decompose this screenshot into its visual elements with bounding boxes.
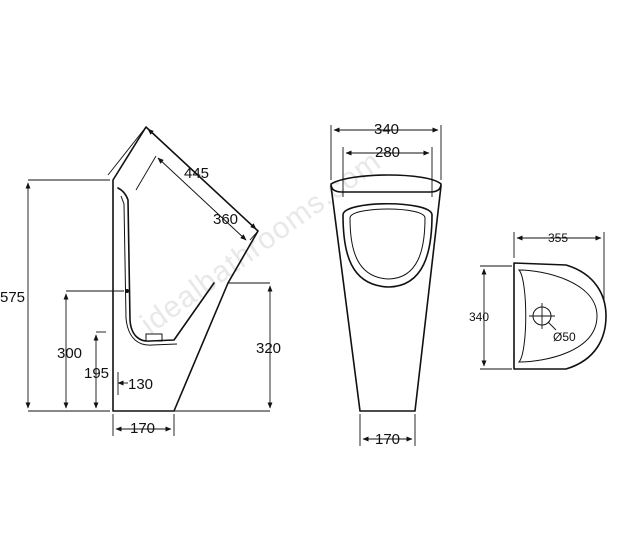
fixing-point-marker (125, 289, 129, 293)
dim-height-320: 320 (256, 340, 281, 357)
side-view-bowl-rim (120, 195, 178, 346)
top-view: Ø50 355 340 (469, 231, 607, 370)
dim-outlet-diameter: Ø50 (553, 330, 576, 344)
front-view-bowl (342, 203, 433, 288)
dim-depth-360: 360 (213, 211, 238, 228)
dim-height-300: 300 (57, 345, 82, 362)
top-view-bowl (517, 269, 598, 363)
dim-front-width-340: 340 (374, 121, 399, 138)
side-view-outlet (145, 333, 163, 342)
dim-side-base-170: 170 (130, 420, 155, 437)
dim-depth-445: 445 (184, 165, 209, 182)
dim-front-base-170: 170 (375, 431, 400, 448)
dim-front-width-280: 280 (375, 144, 400, 161)
dim-top-width-340: 340 (469, 310, 489, 324)
front-view-bowl-inner (349, 208, 426, 280)
dim-height-195: 195 (84, 365, 109, 382)
front-view: 340 280 170 (330, 121, 442, 448)
dim-height-575: 575 (0, 289, 25, 306)
dim-top-length-355: 355 (548, 231, 568, 245)
side-view: 575 300 195 320 130 170 445 360 (0, 126, 281, 437)
front-view-rim (330, 174, 442, 193)
top-view-outline (513, 262, 607, 370)
watermark-text: idealbathrooms.com (135, 145, 388, 341)
dim-bowl-130: 130 (128, 376, 153, 393)
